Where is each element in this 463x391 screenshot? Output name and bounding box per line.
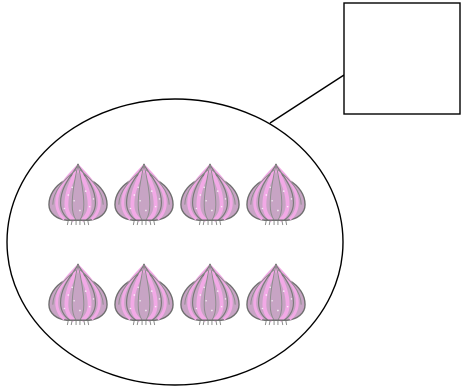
onion-icon	[49, 264, 107, 325]
onion-icon	[181, 164, 239, 225]
onion-icon	[115, 164, 173, 225]
group-ellipse	[7, 99, 343, 385]
connector-line	[270, 75, 344, 123]
onion-icon	[181, 264, 239, 325]
onion-icon	[115, 264, 173, 325]
onion-icon	[247, 264, 305, 325]
onion-group	[49, 164, 305, 325]
onion-icon	[247, 164, 305, 225]
onion-icon	[49, 164, 107, 225]
answer-box[interactable]	[344, 3, 460, 114]
